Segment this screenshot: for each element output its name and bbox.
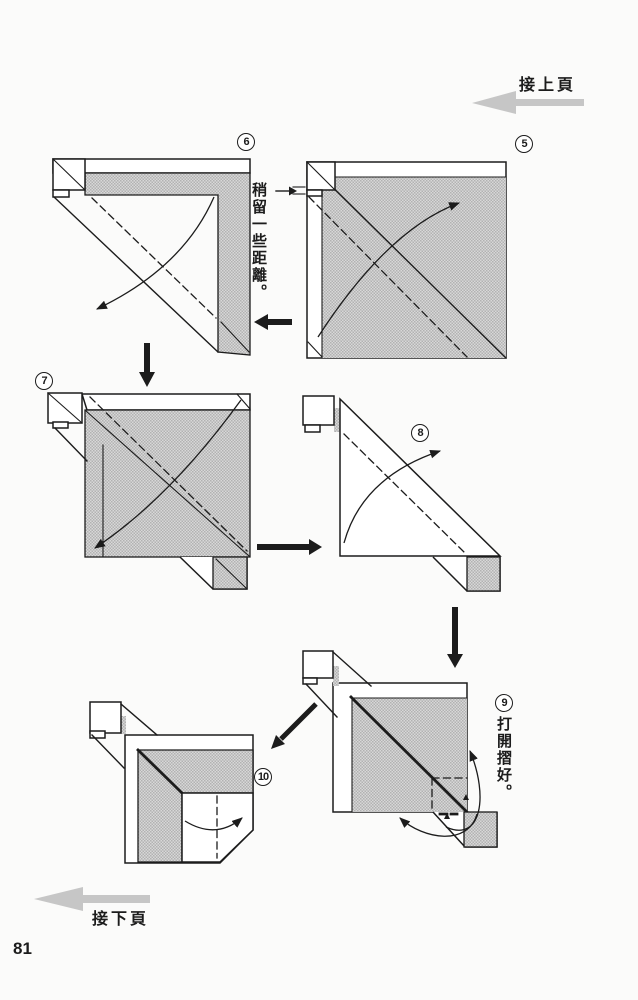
step-5-badge: 5 bbox=[515, 135, 533, 153]
step-9-note: 打開摺好。 bbox=[495, 716, 512, 801]
step-9-badge: 9 bbox=[495, 694, 513, 712]
page-number: 81 bbox=[13, 939, 32, 958]
flow-arrow-7-to-8 bbox=[257, 539, 322, 555]
nav-prev-label: 接上頁 bbox=[519, 77, 577, 94]
figure-step-10 bbox=[89, 701, 254, 864]
flow-arrow-9-to-10 bbox=[271, 702, 318, 749]
figure-step-6 bbox=[52, 158, 251, 356]
step-7-badge: 7 bbox=[35, 372, 53, 390]
flow-arrow-6-to-7 bbox=[139, 343, 155, 387]
step-6-badge: 6 bbox=[237, 133, 255, 151]
flow-arrow-5-to-6 bbox=[254, 314, 292, 330]
figure-step-7 bbox=[47, 392, 251, 590]
figure-step-5 bbox=[306, 161, 507, 359]
flow-arrow-8-to-9 bbox=[447, 607, 463, 668]
step-6-note: 稍留一些距離。 bbox=[250, 182, 267, 301]
step-8-badge: 8 bbox=[411, 424, 429, 442]
step-10-badge: 10 bbox=[254, 768, 272, 786]
nav-prev-arrow-icon bbox=[472, 91, 584, 114]
nav-next-label: 接下頁 bbox=[92, 911, 150, 928]
nav-next-arrow-icon bbox=[34, 887, 150, 911]
gap-indicator-arrow-icon bbox=[275, 186, 306, 196]
figure-step-9 bbox=[302, 650, 498, 848]
figure-step-8 bbox=[302, 395, 502, 592]
